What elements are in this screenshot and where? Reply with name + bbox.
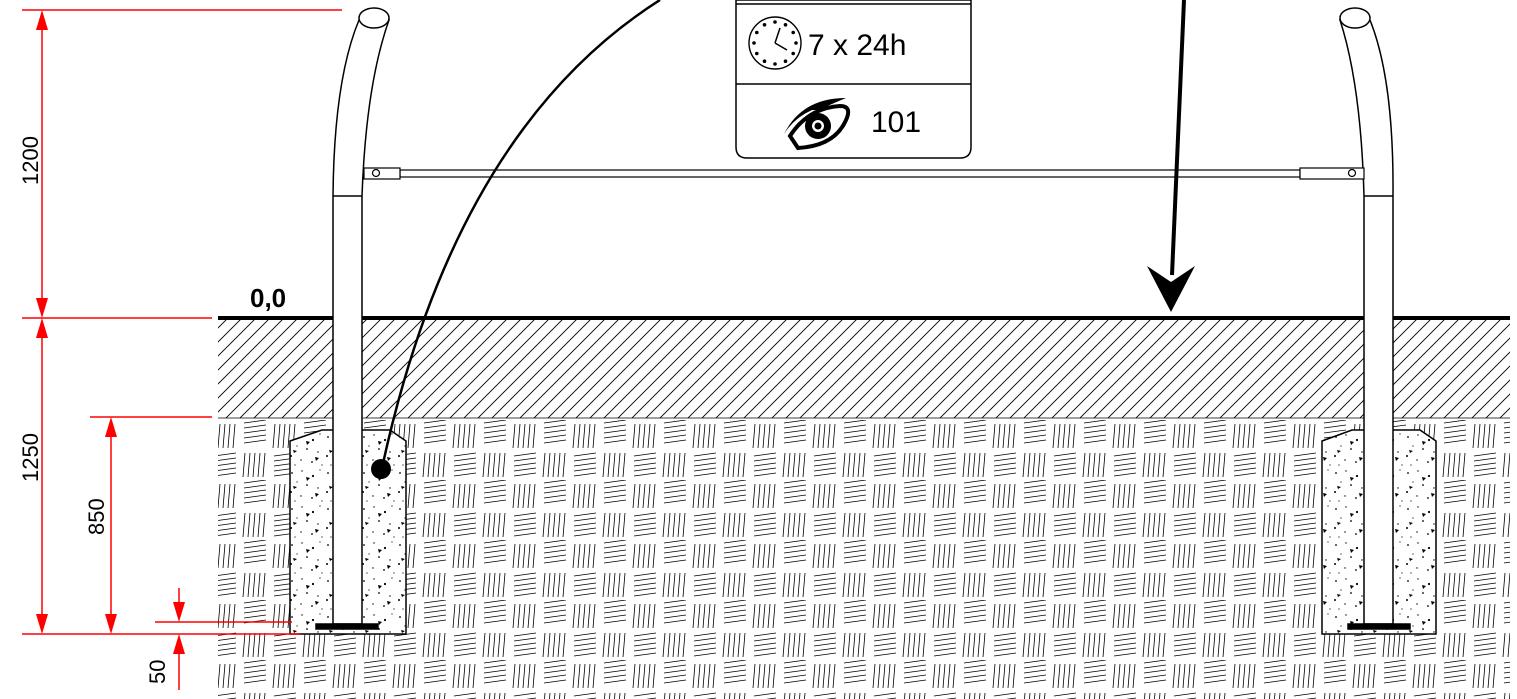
left-post [315, 7, 391, 630]
dimension-arrowheads [36, 10, 185, 654]
clock-icon [748, 16, 802, 70]
ground-level-label: 0,0 [250, 283, 286, 313]
soil-layer [218, 417, 1510, 699]
ground-pointer-line [1170, 0, 1186, 276]
dimension-above-ground: 1200 [18, 136, 43, 185]
dimension-foundation: 850 [84, 498, 109, 535]
right-post [1338, 7, 1411, 630]
view-code-text: 101 [871, 106, 921, 139]
dimension-below-ground: 1250 [18, 433, 43, 482]
foundation-leader-dot [371, 459, 391, 479]
dimension-lines [22, 9, 342, 690]
foundation-leader-line [380, 0, 661, 469]
eye-icon [784, 98, 851, 151]
operating-hours-text: 7 x 24h [808, 29, 906, 62]
ground-pointer-arrowhead [1147, 266, 1195, 312]
dimension-base: 50 [145, 660, 170, 684]
hatched-topsoil-layer [218, 319, 1510, 418]
horizontal-rail [363, 167, 1365, 180]
